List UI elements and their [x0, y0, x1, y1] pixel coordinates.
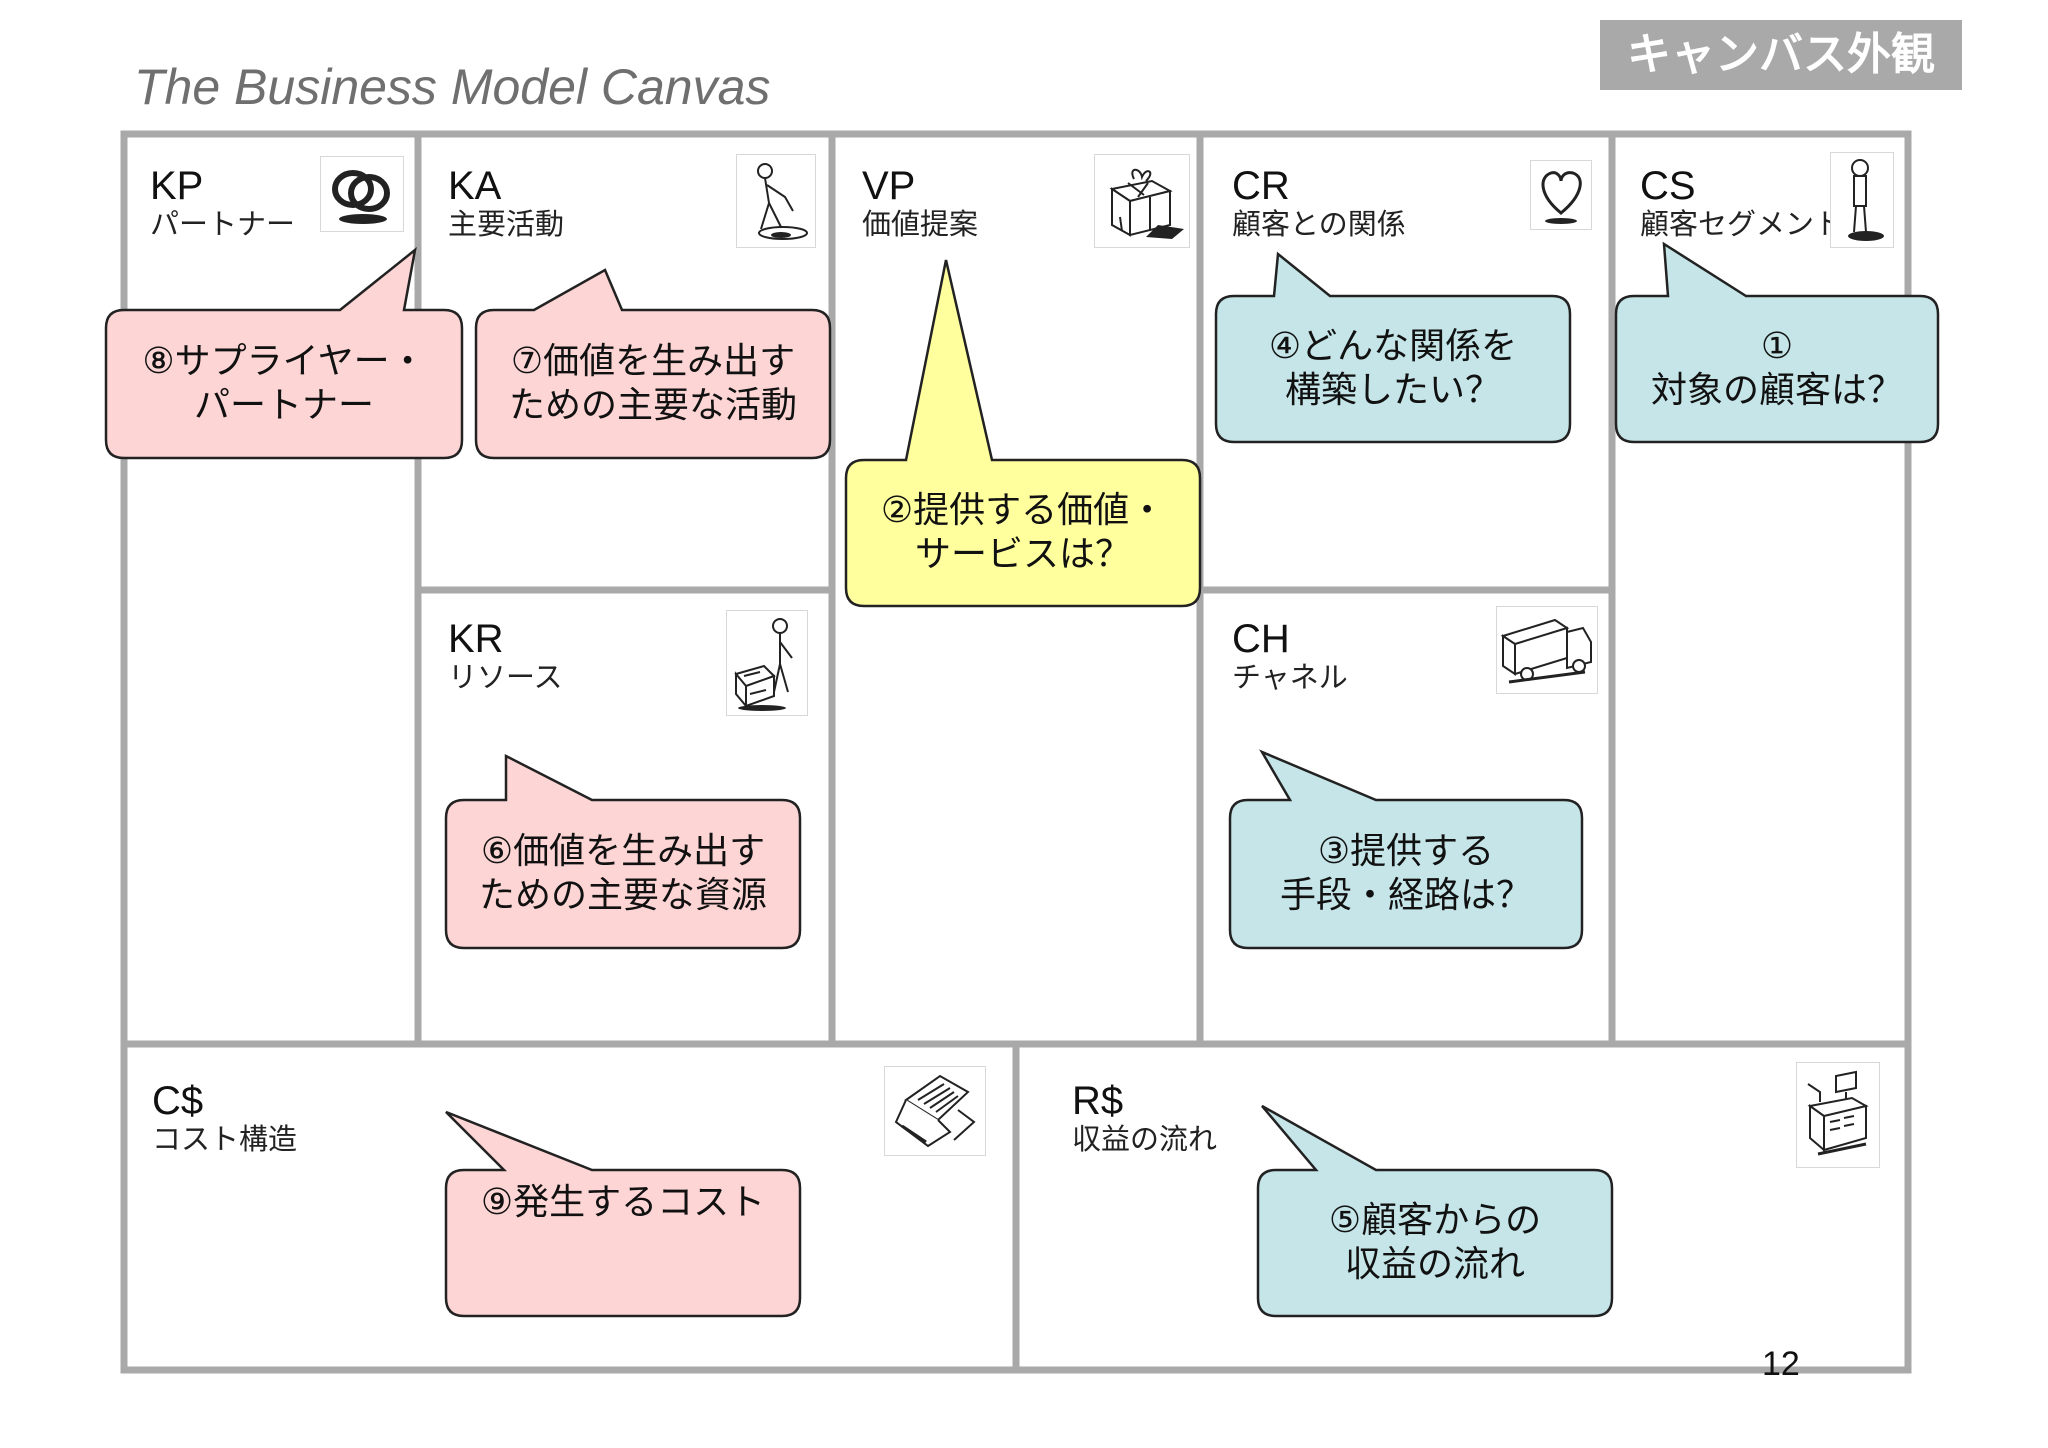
block-vp-name: 価値提案	[862, 207, 979, 241]
gift-box-icon	[1094, 154, 1190, 248]
block-cr-code: CR	[1232, 164, 1290, 208]
block-cs-code: CS	[1640, 164, 1696, 208]
section-badge: キャンバス外観	[1600, 20, 1962, 90]
block-cr-name: 顧客との関係	[1232, 207, 1406, 241]
bubble-cs-text: ① 対象の顧客は？	[1650, 326, 1903, 411]
receipt-icon	[884, 1066, 986, 1156]
block-cs-name: 顧客セグメント	[1640, 207, 1844, 241]
bubble-revenue-text: ⑤顧客からの 収益の流れ	[1328, 1200, 1542, 1285]
block-kp-name: パートナー	[150, 207, 296, 241]
block-cr-label: CR 顧客との関係	[1232, 165, 1406, 241]
block-ch-label: CH チャネル	[1232, 618, 1348, 694]
block-cost-name: コスト構造	[152, 1122, 298, 1156]
cash-register-icon	[1796, 1062, 1880, 1168]
bubble-cost-text: ⑨発生するコスト	[480, 1182, 766, 1223]
page-number: 12	[1762, 1345, 1800, 1383]
bubble-ka-shape	[474, 268, 832, 460]
bubble-ch-shape	[1228, 749, 1584, 950]
heart-icon	[1530, 160, 1592, 230]
block-revenue-label: R$ 収益の流れ	[1072, 1080, 1217, 1156]
block-cost-code: C$	[152, 1079, 204, 1123]
block-kr-code: KR	[448, 617, 504, 661]
block-ka-name: 主要活動	[448, 207, 565, 241]
interlocked-rings-icon	[320, 156, 404, 232]
bubble-kp-text: ⑧サプライヤー・ パートナー	[142, 341, 426, 426]
bubble-kr-text: ⑥価値を生み出す ための主要な資源	[478, 831, 767, 916]
delivery-truck-icon	[1496, 606, 1598, 694]
block-vp-label: VP 価値提案	[862, 165, 978, 241]
bubble-ch-text: ③提供する 手段・経路は？	[1279, 831, 1532, 916]
block-kp-label: KP パートナー	[150, 165, 295, 241]
block-revenue-code: R$	[1072, 1079, 1124, 1123]
block-vp-code: VP	[862, 164, 916, 208]
bubble-kp-shape	[104, 246, 464, 460]
bubble-revenue-shape	[1256, 1104, 1614, 1318]
bubble-kr-shape	[444, 753, 802, 950]
worker-pulling-icon	[736, 154, 816, 248]
bubble-cs-shape	[1614, 241, 1940, 444]
person-with-machine-icon	[726, 610, 808, 716]
block-cs-label: CS 顧客セグメント	[1640, 165, 1843, 241]
canvas-title: The Business Model Canvas	[134, 59, 771, 115]
bubble-vp-text: ②提供する価値・ サービスは？	[880, 490, 1166, 575]
block-kr-name: リソース	[448, 660, 563, 694]
block-kr-label: KR リソース	[448, 618, 563, 694]
bubble-cost-shape	[444, 1110, 802, 1318]
block-ch-name: チャネル	[1232, 660, 1348, 694]
bubble-ka-text: ⑦価値を生み出す ための主要な活動	[508, 341, 797, 426]
bubble-cr-shape	[1214, 251, 1572, 444]
bubble-vp-shape	[844, 259, 1202, 608]
block-ka-label: KA 主要活動	[448, 165, 564, 241]
block-revenue-name: 収益の流れ	[1072, 1122, 1218, 1156]
bubble-cr-text: ④どんな関係を 構築したい？	[1268, 326, 1518, 411]
block-kp-code: KP	[150, 164, 204, 208]
standing-person-icon	[1830, 152, 1894, 248]
block-ch-code: CH	[1232, 617, 1290, 661]
block-cost-label: C$ コスト構造	[152, 1080, 297, 1156]
block-ka-code: KA	[448, 164, 502, 208]
